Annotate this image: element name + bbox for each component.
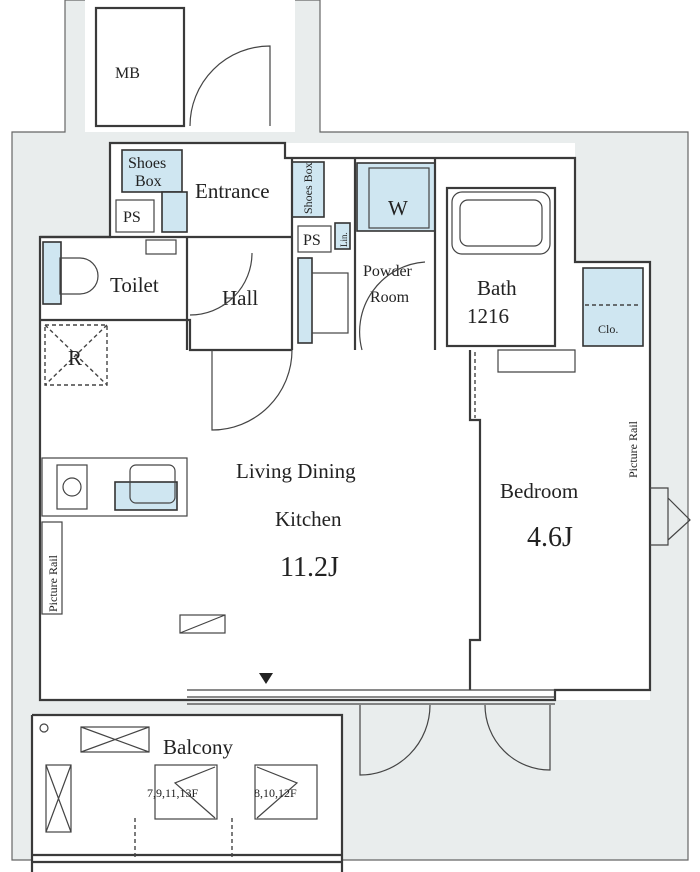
- ldk-door[interactable]: [211, 349, 293, 431]
- bedroom-window[interactable]: [650, 487, 691, 546]
- ac-unit-1-mark: [173, 766, 216, 819]
- refrigerator-label: R: [68, 346, 82, 370]
- picture-rail-1-label: Picture Rail: [46, 554, 60, 612]
- bathtub: [451, 191, 551, 255]
- interior: [40, 143, 650, 700]
- bedroom-size: 4.6J: [527, 522, 573, 553]
- powder-door[interactable]: [359, 261, 426, 351]
- ldk-size: 11.2J: [280, 552, 339, 583]
- linen-closet: [334, 222, 351, 250]
- outer-wall: [38, 141, 652, 702]
- ac-unit-2-label: 8,10,12F: [254, 786, 297, 800]
- toilet-sink: [145, 239, 177, 255]
- shoes-box-1-label: Shoes: [128, 155, 166, 172]
- bedroom-wall: [468, 350, 482, 690]
- washer: [368, 167, 430, 229]
- hatch-cross: [80, 726, 150, 753]
- kitchen-counter: [41, 457, 188, 517]
- storage-cross: [45, 764, 72, 833]
- bedroom-label: Bedroom: [500, 479, 578, 503]
- entrance-label: Entrance: [195, 179, 270, 203]
- picture-rail-2-label: Picture Rail: [626, 420, 640, 478]
- shoes-box-1: [121, 149, 183, 193]
- toilet-door[interactable]: [189, 252, 253, 316]
- inner-walls: [40, 158, 437, 350]
- sink-blue: [114, 481, 178, 511]
- ps-box-2: [297, 225, 332, 253]
- ps-box-1: [115, 199, 155, 233]
- bedroom-door[interactable]: [497, 349, 576, 373]
- bath-label: Bath: [477, 276, 517, 300]
- hatch: [80, 726, 150, 753]
- linen-label: Lin.: [339, 232, 349, 247]
- bathtub-inner: [459, 199, 543, 247]
- storage: [45, 764, 72, 833]
- shoes-box-1-label-2: Box: [135, 173, 162, 190]
- picture-rail-left: [41, 521, 63, 615]
- floor-vent-line: [179, 614, 226, 634]
- toilet-wall: [40, 318, 292, 352]
- toilet-bowl: [59, 257, 99, 295]
- drain: [39, 723, 49, 733]
- entry-door[interactable]: [189, 45, 271, 127]
- vanity: [311, 272, 349, 334]
- balcony-door-1[interactable]: [359, 704, 431, 776]
- balcony-label: Balcony: [163, 735, 233, 759]
- powder-room-label-2: Room: [370, 289, 410, 306]
- bath-room: [445, 186, 557, 348]
- toilet-tank: [42, 241, 62, 305]
- ldk-label-2: Kitchen: [275, 507, 342, 531]
- shoes-box-2-label: Shoes Box: [301, 162, 315, 214]
- powder-room-label: Powder: [363, 263, 413, 280]
- vanity-blue: [297, 257, 313, 344]
- shoes-box-1-lower: [161, 191, 188, 233]
- ac-unit-1-label: 7,9,11,13F: [147, 786, 199, 800]
- ps-1-label: PS: [123, 209, 141, 226]
- closet: [582, 267, 644, 347]
- washer-space: [356, 162, 436, 232]
- balcony-wall: [30, 713, 344, 872]
- shaft-area: [85, 0, 295, 132]
- floor-vent: [179, 614, 226, 634]
- bath-size: 1216: [467, 304, 509, 328]
- burner: [62, 477, 82, 497]
- ps-2-label: PS: [303, 232, 321, 249]
- sink: [129, 464, 176, 504]
- balcony-door-2[interactable]: [484, 704, 551, 771]
- mb-label: MB: [115, 65, 140, 82]
- sash-windows[interactable]: [187, 689, 555, 705]
- ac-unit-2-mark: [256, 766, 299, 819]
- refrigerator-cross: [44, 324, 108, 386]
- refrigerator: [44, 324, 108, 386]
- mb-box: [94, 6, 186, 128]
- ac-unit-2: [254, 764, 318, 820]
- ac-unit-1: [154, 764, 218, 820]
- stove: [56, 464, 88, 510]
- washer-label: W: [388, 196, 408, 220]
- closet-label: Clo.: [598, 322, 618, 336]
- toilet-label: Toilet: [110, 273, 159, 297]
- shoes-box-2: [291, 161, 325, 218]
- ldk-label: Living Dining: [236, 459, 356, 483]
- down-arrow-icon: [259, 673, 273, 684]
